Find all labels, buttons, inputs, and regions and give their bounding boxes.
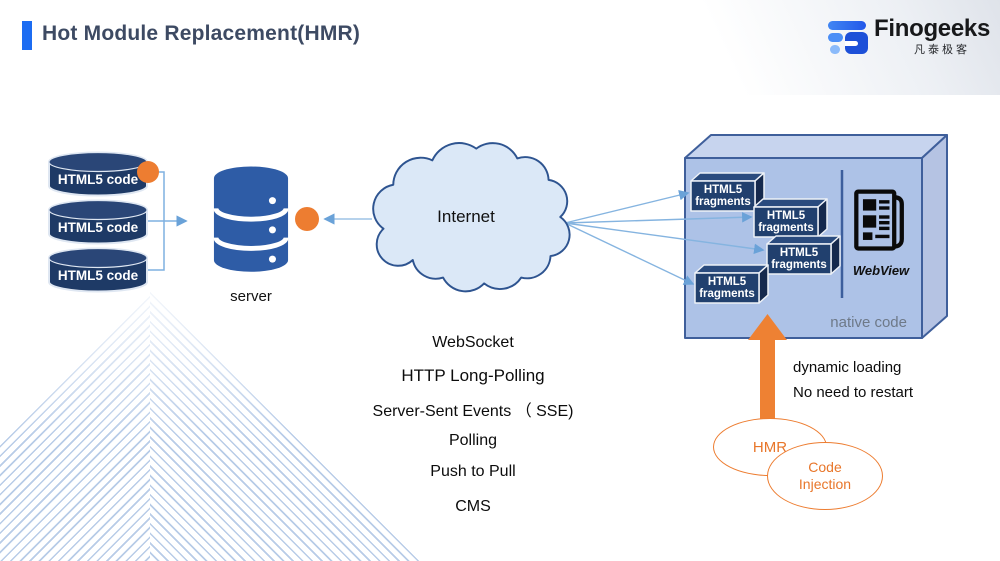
transport-item-polling: Polling — [448, 432, 498, 449]
logo-e-shape — [845, 32, 868, 54]
cylinder-label: HTML5 code — [57, 171, 139, 187]
chevron-right-stripes — [150, 290, 421, 561]
internet-cloud — [372, 142, 571, 293]
cylinder-label: HTML5 code — [57, 219, 139, 235]
brand-name-chinese: 凡泰极客 — [914, 44, 970, 56]
cloud-to-fragment4-arrow — [564, 222, 695, 285]
transport-item-cms: CMS — [455, 498, 491, 515]
internet-label: Internet — [437, 207, 495, 226]
html5-code-cylinder-2: HTML5 code — [46, 198, 150, 246]
server-db-icon — [213, 166, 289, 272]
transport-item-sse: Server-Sent Events （ SSE) — [372, 403, 574, 420]
webview-label: WebView — [852, 263, 910, 278]
chevron-left-stripes — [0, 290, 150, 561]
code-injection-bubble: Code Injection — [767, 442, 883, 510]
chevron-pattern-decoration — [0, 290, 421, 561]
logo-bar-low — [830, 45, 840, 54]
orange-node-dot-server — [295, 207, 319, 231]
transport-item-websocket: WebSocket — [432, 334, 514, 351]
brand-name: Finogeeks — [874, 15, 990, 42]
html5-code-cylinder-1: HTML5 code — [46, 150, 150, 198]
dynamic-loading-note: dynamic loading — [793, 359, 902, 376]
finogeeks-logo-icon — [828, 19, 872, 55]
code-injection-label-line2: Injection — [798, 476, 852, 492]
logo-bar-mid — [828, 33, 843, 42]
no-restart-note: No need to restart — [793, 384, 914, 401]
logo-bar-top — [828, 21, 866, 30]
title-accent-bar — [22, 21, 32, 50]
transport-item-http-long-polling: HTTP Long-Polling — [401, 366, 545, 385]
webview-icon — [854, 189, 904, 251]
server-label: server — [230, 288, 272, 305]
corner-gradient-decoration — [560, 0, 1000, 95]
code-injection-label-line1: Code — [808, 459, 842, 475]
hmr-bubble-label: HMR — [752, 438, 788, 456]
transport-item-push-to-pull: Push to Pull — [430, 463, 516, 480]
native-code-label: native code — [830, 314, 907, 331]
page-title: Hot Module Replacement(HMR) — [42, 22, 361, 45]
html5-code-cylinder-3: HTML5 code — [46, 246, 150, 294]
cloud-to-fragment1-arrow — [564, 190, 690, 224]
cylinder-label: HTML5 code — [57, 267, 139, 283]
orange-node-dot-stack — [137, 161, 159, 183]
